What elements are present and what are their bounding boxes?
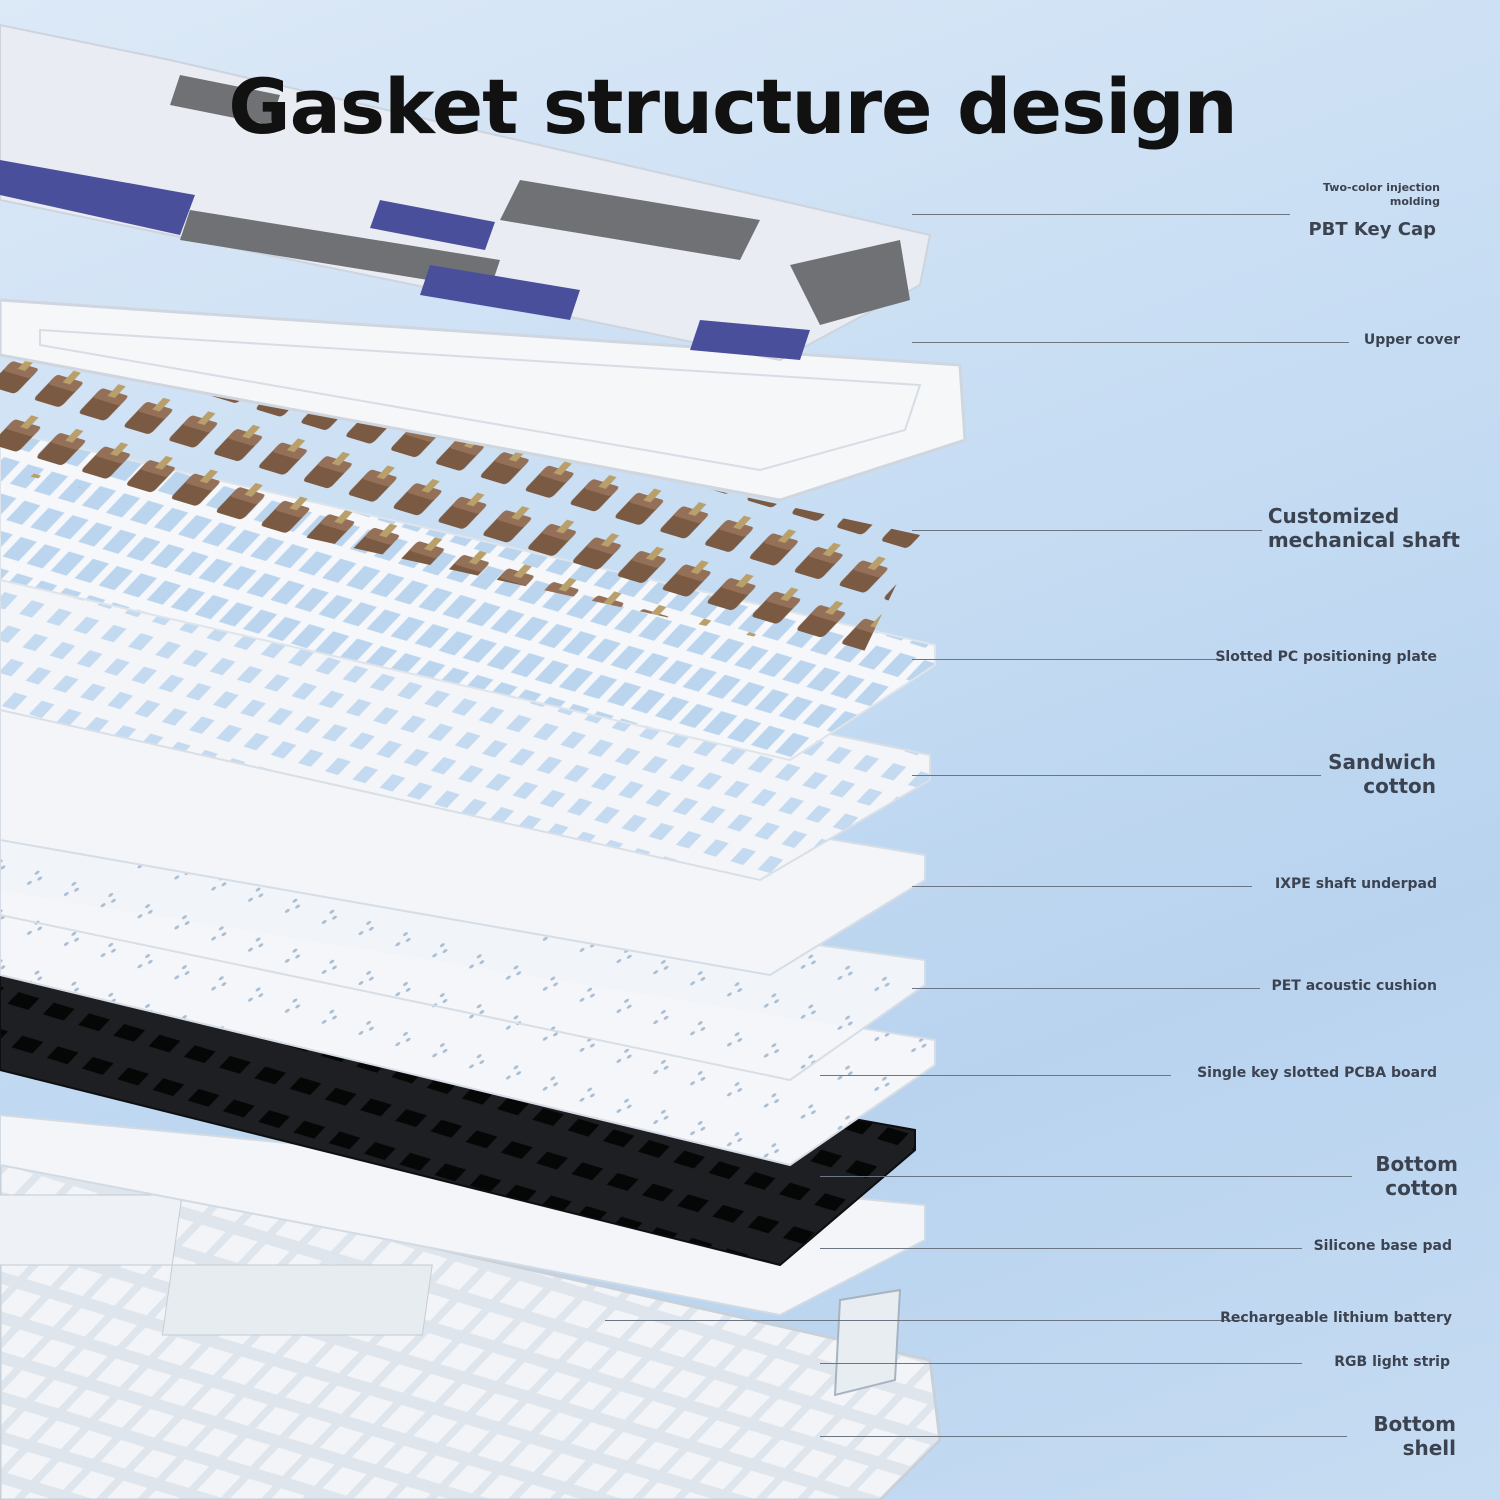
label-sandwich-line1: Sandwich: [1328, 750, 1436, 774]
leader-line-upper-cover: [912, 342, 1349, 343]
label-silicone: Silicone base pad: [1313, 1238, 1452, 1254]
label-pet: PET acoustic cushion: [1271, 978, 1437, 994]
label-bottom-cotton-line1: Bottom: [1375, 1152, 1458, 1176]
leader-line-pc-plate: [912, 659, 1225, 660]
leader-line-silicone: [820, 1248, 1302, 1249]
label-keycap-sublabel: Two-color injection molding: [1323, 181, 1440, 209]
leader-line-rgb: [820, 1363, 1302, 1364]
label-bottom-shell-line2: shell: [1402, 1436, 1456, 1460]
leader-line-pcba: [820, 1075, 1171, 1076]
switches-graphic: [0, 335, 920, 660]
label-keycap-sublabel-line2: molding: [1389, 195, 1440, 208]
label-bottom-cotton-line2: cotton: [1385, 1176, 1458, 1200]
label-battery: Rechargeable lithium battery: [1220, 1310, 1452, 1326]
label-bottom-shell-line1: Bottom: [1373, 1412, 1456, 1436]
leader-line-sandwich: [912, 775, 1321, 776]
leader-line-pet: [912, 988, 1260, 989]
label-pcba: Single key slotted PCBA board: [1197, 1065, 1437, 1081]
label-bottom-cotton: Bottom cotton: [1375, 1152, 1458, 1200]
keycaps-graphic: [0, 23, 932, 362]
label-rgb: RGB light strip: [1334, 1354, 1450, 1370]
label-sandwich-cotton: Sandwich cotton: [1328, 750, 1436, 798]
leader-line-shaft: [912, 530, 1262, 531]
leader-line-keycap: [912, 214, 1290, 215]
leader-line-bottom-cotton: [820, 1176, 1352, 1177]
leader-line-ixpe: [912, 886, 1252, 887]
label-shaft-line2: mechanical shaft: [1267, 528, 1460, 552]
label-keycap-sublabel-line1: Two-color injection: [1322, 181, 1440, 194]
leader-line-bottom-shell: [820, 1436, 1347, 1437]
label-bottom-shell: Bottom shell: [1373, 1412, 1456, 1460]
label-pc-plate: Slotted PC positioning plate: [1215, 649, 1437, 665]
label-customized-mechanical-shaft: Customized mechanical shaft: [1268, 504, 1460, 552]
label-ixpe: IXPE shaft underpad: [1275, 876, 1437, 892]
label-sandwich-line2: cotton: [1363, 774, 1436, 798]
label-pbt-key-cap: PBT Key Cap: [1308, 219, 1436, 240]
label-upper-cover: Upper cover: [1363, 332, 1460, 348]
page-title: Gasket structure design: [228, 62, 1238, 151]
leader-line-battery: [605, 1320, 1245, 1321]
label-shaft-line1: Customized: [1267, 504, 1400, 528]
bottom-shell-graphic: [0, 1148, 942, 1500]
